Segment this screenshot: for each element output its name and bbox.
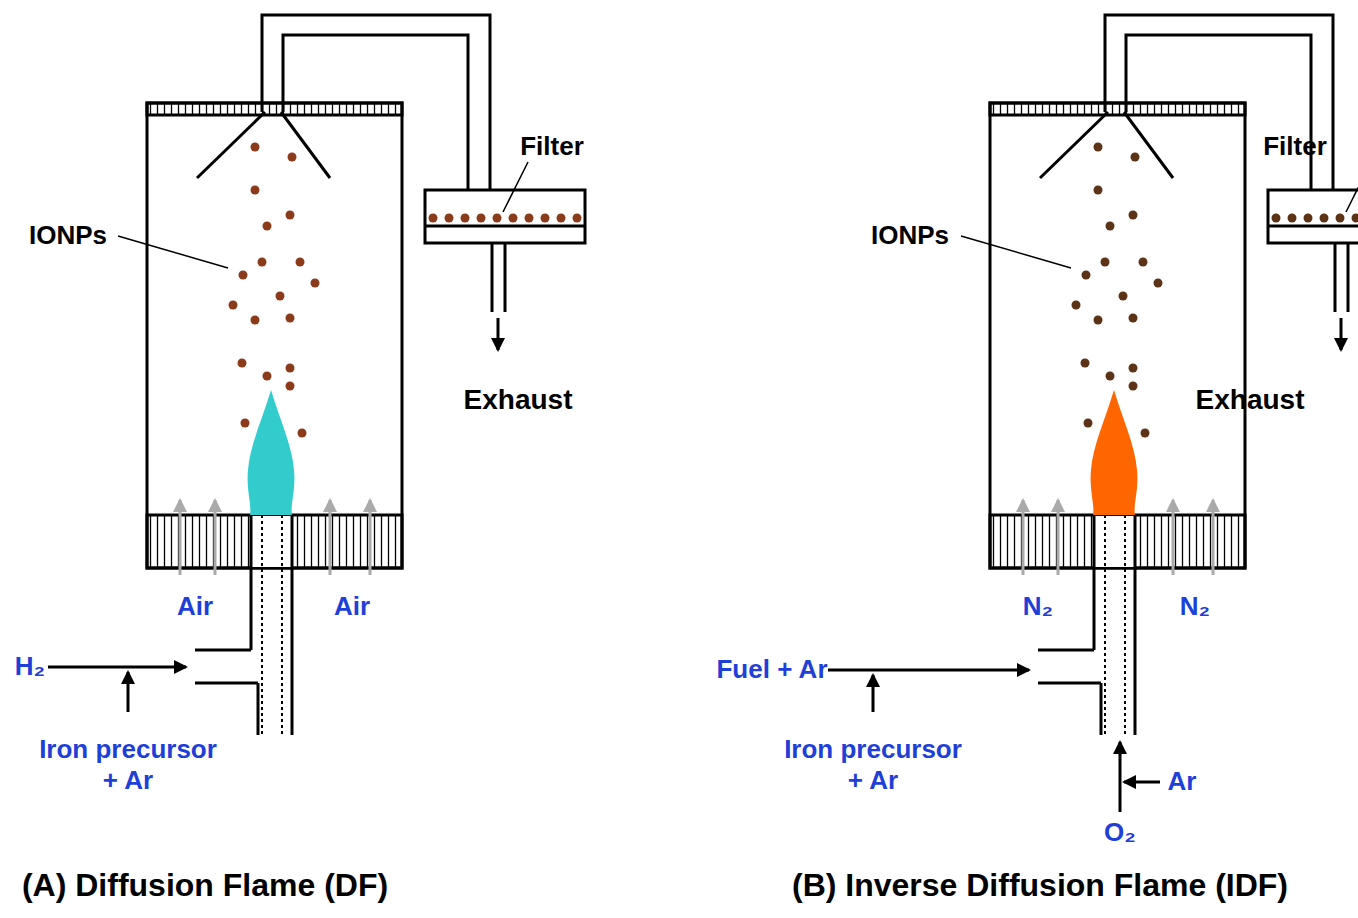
- gas-label: Iron precursor + Ar: [28, 734, 228, 796]
- gas-label: H₂: [15, 651, 45, 682]
- flame-a: [248, 390, 295, 515]
- flame-b: [1091, 390, 1138, 515]
- gas-label: N₂: [1180, 591, 1210, 622]
- part-label: Exhaust: [464, 383, 573, 417]
- gas-label: O₂: [1104, 817, 1136, 848]
- part-label: IONPs: [29, 220, 107, 251]
- inlet-arrow: [872, 675, 875, 712]
- gas-label: Air: [177, 591, 213, 622]
- part-label: IONPs: [871, 220, 949, 251]
- inlet-arrow: [828, 669, 1029, 672]
- gas-label: Iron precursor + Ar: [773, 734, 973, 796]
- reactor-b: [961, 15, 1358, 735]
- inlet-arrow: [48, 666, 186, 669]
- panel-caption: (B) Inverse Diffusion Flame (IDF): [792, 866, 1288, 904]
- part-label: Filter: [1263, 131, 1327, 162]
- part-label: Exhaust: [1196, 383, 1305, 417]
- particles-a: [229, 143, 582, 438]
- particles-b: [1072, 143, 1358, 438]
- inlet-arrow: [1119, 742, 1122, 812]
- gas-label: Fuel + Ar: [716, 654, 827, 685]
- gas-label: N₂: [1023, 591, 1053, 622]
- panel-caption: (A) Diffusion Flame (DF): [22, 866, 388, 904]
- inlet-arrow: [1124, 781, 1160, 784]
- reactor-a: [118, 15, 585, 735]
- inlet-arrow: [127, 672, 130, 712]
- gas-label: Air: [334, 591, 370, 622]
- part-label: Filter: [520, 131, 584, 162]
- gas-label: Ar: [1168, 766, 1197, 797]
